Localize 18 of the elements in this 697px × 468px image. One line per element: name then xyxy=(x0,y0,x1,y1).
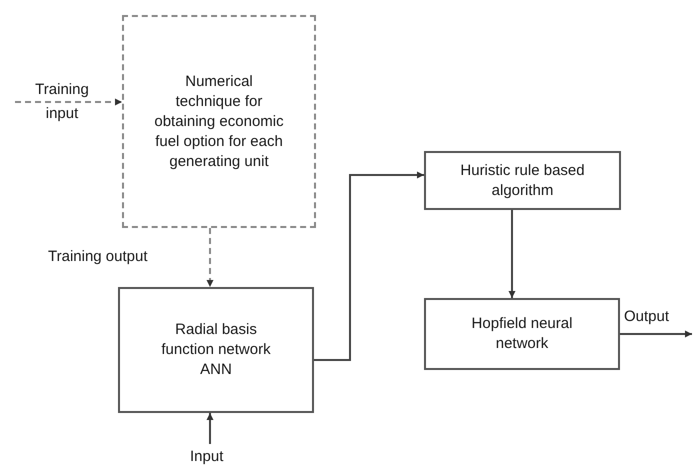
edge-label: Input xyxy=(190,447,224,467)
arrow xyxy=(314,172,424,361)
process-box xyxy=(122,15,316,228)
arrow xyxy=(620,330,692,338)
box-text: Huristic rule based algorithm xyxy=(459,160,586,200)
box-text: Hopfield neural network xyxy=(470,314,574,354)
box-text: Numerical technique for obtaining economic fuel option for each generating unit xyxy=(153,72,285,172)
box-text: Radial basis function network ANN xyxy=(160,320,272,380)
edge-label: Output xyxy=(624,307,670,327)
arrow xyxy=(15,98,122,106)
arrow xyxy=(206,413,214,444)
process-box xyxy=(118,287,314,413)
arrow xyxy=(508,210,516,298)
process-box xyxy=(424,298,620,370)
arrow xyxy=(206,228,214,287)
process-box xyxy=(424,151,621,210)
edge-label: Training input xyxy=(34,80,90,124)
edge-label: Training output xyxy=(48,247,148,267)
